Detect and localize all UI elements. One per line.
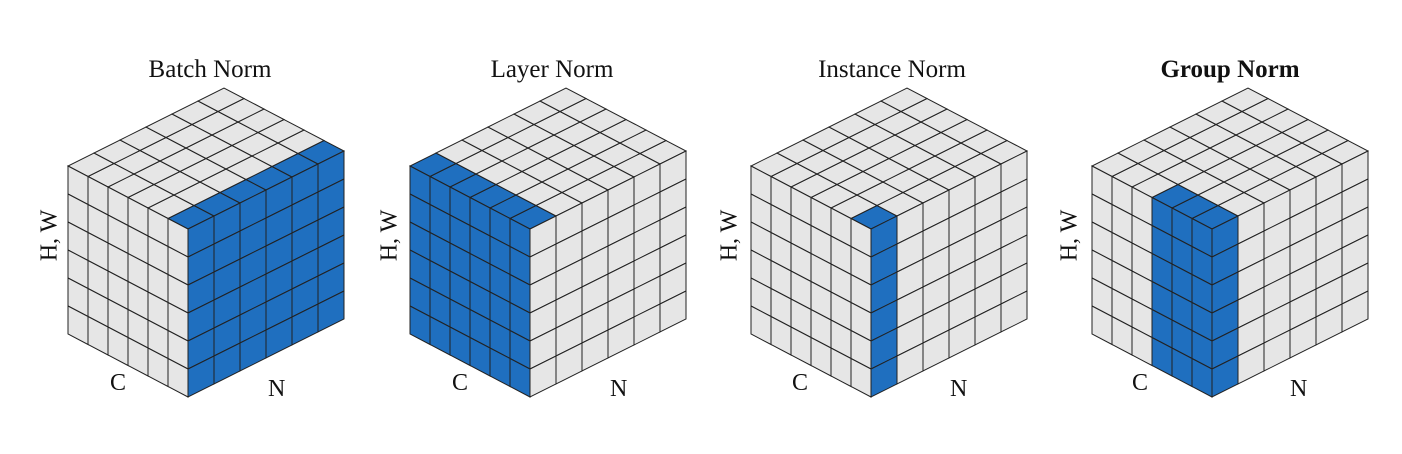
axis-label-c: C bbox=[792, 370, 809, 396]
cube-cell-right bbox=[317, 290, 345, 333]
cube-cell-top bbox=[879, 87, 929, 113]
axis-label-hw: H, W bbox=[1056, 209, 1083, 262]
cube-cell-left bbox=[409, 305, 431, 346]
panel-title-layer-norm: Layer Norm bbox=[490, 56, 614, 83]
axis-label-hw: H, W bbox=[376, 209, 403, 262]
cube-cell-top bbox=[196, 87, 246, 113]
axis-label-c: C bbox=[110, 370, 127, 396]
cube-cell-left bbox=[1091, 305, 1113, 346]
cube-cell-top bbox=[538, 87, 588, 113]
cube-cell-right bbox=[659, 290, 687, 333]
cube-cell-right bbox=[1341, 290, 1369, 333]
axis-label-n: N bbox=[1290, 376, 1308, 402]
cube-cell-left bbox=[67, 305, 89, 346]
axis-label-c: C bbox=[1132, 370, 1149, 396]
axis-label-n: N bbox=[950, 376, 968, 402]
axis-label-hw: H, W bbox=[36, 209, 63, 262]
cube-cell-right bbox=[1000, 290, 1028, 333]
axis-label-hw: H, W bbox=[716, 209, 743, 262]
cube-cell-left bbox=[750, 305, 772, 346]
axis-label-n: N bbox=[610, 376, 628, 402]
panel-title-instance-norm: Instance Norm bbox=[818, 56, 966, 83]
panel-title-batch-norm: Batch Norm bbox=[148, 56, 272, 83]
cube-cell-top bbox=[1220, 87, 1270, 113]
axis-label-c: C bbox=[452, 370, 469, 396]
panel-title-group-norm: Group Norm bbox=[1160, 56, 1300, 83]
axis-label-n: N bbox=[268, 376, 286, 402]
